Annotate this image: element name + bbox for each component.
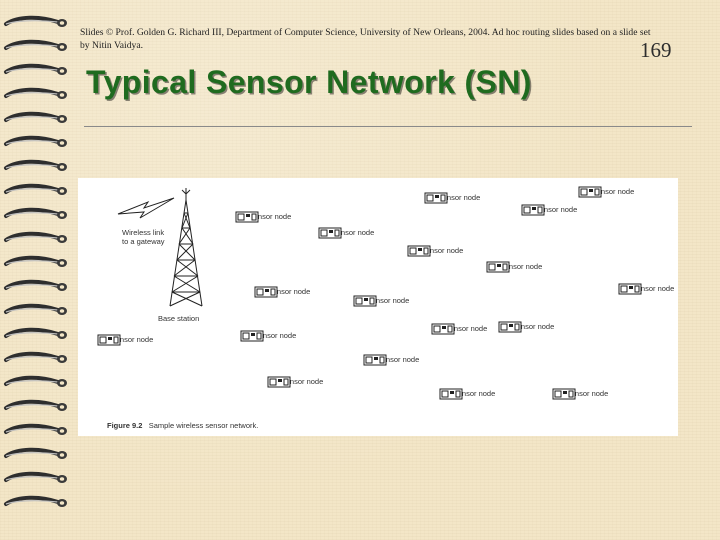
- caption-number: Figure 9.2: [107, 421, 143, 430]
- sensor-node: Sensor node: [240, 330, 310, 342]
- sensor-node-label: Sensor node: [248, 212, 292, 221]
- sensor-node: Sensor node: [353, 295, 423, 307]
- sensor-node-label: Sensor node: [280, 377, 324, 386]
- sensor-node: Sensor node: [578, 186, 648, 198]
- sensor-network-figure: Wireless link to a gateway Base station …: [78, 178, 678, 436]
- figure-graphics: [117, 188, 203, 307]
- sensor-node: Sensor node: [486, 261, 556, 273]
- sensor-node: Sensor node: [318, 227, 388, 239]
- sensor-node-icon: [267, 376, 291, 388]
- sensor-node-label: Sensor node: [267, 287, 311, 296]
- credit-line-1: Slides © Prof. Golden G. Richard III, De…: [80, 27, 651, 38]
- sensor-node-label: Sensor node: [565, 389, 609, 398]
- wireless-label-line-2: to a gateway: [122, 237, 165, 246]
- sensor-node: Sensor node: [407, 245, 477, 257]
- sensor-node-icon: [498, 321, 522, 333]
- sensor-node: Sensor node: [254, 286, 324, 298]
- title-divider: [84, 126, 692, 127]
- sensor-node-icon: [407, 245, 431, 257]
- credit-line-2: by Nitin Vaidya.: [80, 40, 143, 51]
- sensor-node-label: Sensor node: [420, 246, 464, 255]
- sensor-node: Sensor node: [267, 376, 337, 388]
- sensor-node-label: Sensor node: [444, 324, 488, 333]
- sensor-node-label: Sensor node: [452, 389, 496, 398]
- sensor-node-icon: [363, 354, 387, 366]
- sensor-node-icon: [235, 211, 259, 223]
- sensor-node: Sensor node: [235, 211, 305, 223]
- sensor-node-icon: [353, 295, 377, 307]
- lightning-bolt-icon: [117, 197, 175, 219]
- sensor-node: Sensor node: [618, 283, 688, 295]
- sensor-node-icon: [240, 330, 264, 342]
- wireless-label-line-1: Wireless link: [122, 228, 165, 237]
- caption-text: Sample wireless sensor network.: [148, 421, 259, 430]
- spiral-binding-icon: [4, 15, 69, 509]
- credit-note: Slides © Prof. Golden G. Richard III, De…: [80, 26, 692, 52]
- figure-caption: Figure 9.2 Sample wireless sensor networ…: [107, 421, 258, 430]
- sensor-node-label: Sensor node: [591, 187, 635, 196]
- sensor-node: Sensor node: [498, 321, 568, 333]
- slide-title: Typical Sensor Network (SN): [86, 64, 532, 100]
- sensor-node-label: Sensor node: [511, 322, 555, 331]
- sensor-node: Sensor node: [424, 192, 494, 204]
- sensor-node-icon: [439, 388, 463, 400]
- sensor-node-label: Sensor node: [366, 296, 410, 305]
- sensor-node-icon: [486, 261, 510, 273]
- sensor-node-label: Sensor node: [331, 228, 375, 237]
- base-station-label: Base station: [158, 314, 200, 323]
- sensor-node-label: Sensor node: [110, 335, 154, 344]
- sensor-node-label: Sensor node: [534, 205, 578, 214]
- sensor-node-icon: [521, 204, 545, 216]
- sensor-node: Sensor node: [439, 388, 509, 400]
- sensor-node-icon: [254, 286, 278, 298]
- sensor-node-label: Sensor node: [437, 193, 481, 202]
- sensor-node: Sensor node: [521, 204, 591, 216]
- sensor-node-icon: [424, 192, 448, 204]
- sensor-node-icon: [552, 388, 576, 400]
- sensor-node-icon: [578, 186, 602, 198]
- sensor-node: Sensor node: [431, 323, 501, 335]
- sensor-node-label: Sensor node: [253, 331, 297, 340]
- sensor-node-label: Sensor node: [499, 262, 543, 271]
- sensor-node-label: Sensor node: [631, 284, 675, 293]
- sensor-node-icon: [97, 334, 121, 346]
- wireless-link-label: Wireless link to a gateway: [122, 228, 165, 246]
- antenna-tower-icon: [169, 188, 203, 307]
- sensor-node-icon: [431, 323, 455, 335]
- sensor-node: Sensor node: [363, 354, 433, 366]
- sensor-node-icon: [618, 283, 642, 295]
- sensor-node: Sensor node: [97, 334, 167, 346]
- sensor-node-label: Sensor node: [376, 355, 420, 364]
- sensor-node: Sensor node: [552, 388, 622, 400]
- slide-number: 169: [640, 38, 672, 62]
- sensor-node-icon: [318, 227, 342, 239]
